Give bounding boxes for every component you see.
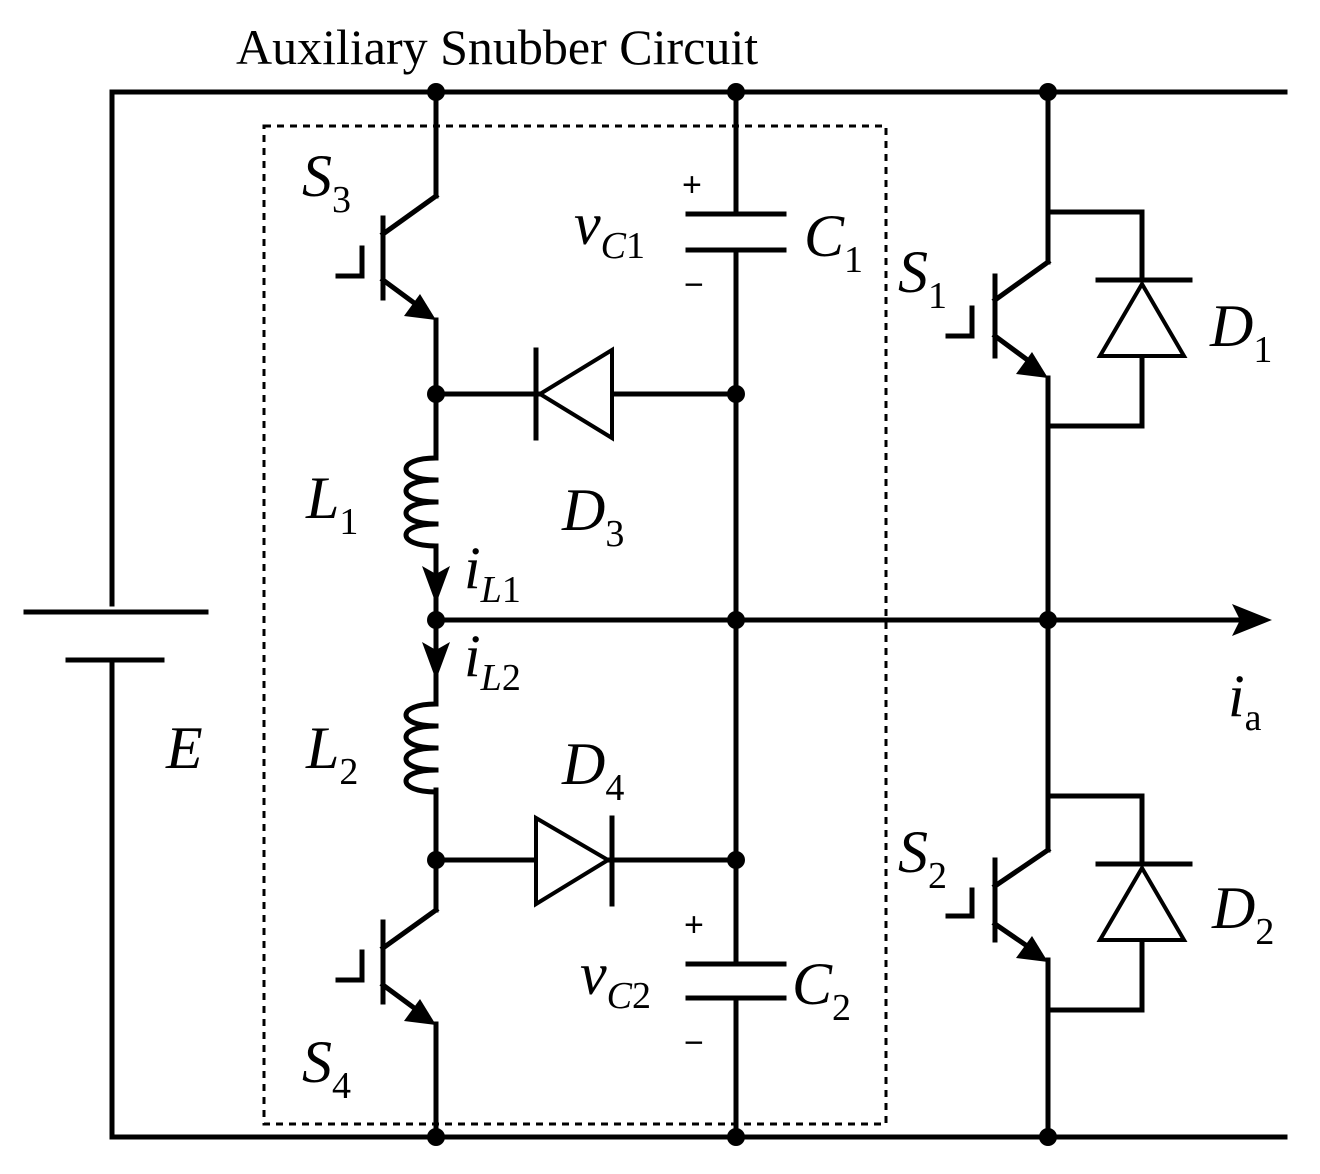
junction-dot xyxy=(427,1128,445,1146)
switch-s2: S2 xyxy=(898,819,1052,962)
diagram-title: Auxiliary Snubber Circuit xyxy=(236,19,758,75)
switch-s2-sub: 2 xyxy=(928,855,947,897)
diode-d4: D4 xyxy=(433,731,739,908)
vc1-sub-num: 1 xyxy=(626,225,645,267)
svg-text:vC1: vC1 xyxy=(574,191,645,267)
vc1-letter: v xyxy=(574,191,601,257)
diode-d1-letter: D xyxy=(1209,293,1253,359)
il1-arrow: iL1 xyxy=(422,535,521,611)
switch-s2-letter: S xyxy=(898,819,928,885)
capacitor-c2-letter: C xyxy=(792,951,833,1017)
svg-text:L2: L2 xyxy=(305,715,358,793)
junction-dot xyxy=(727,385,745,403)
capacitor-c1-letter: C xyxy=(804,203,845,269)
svg-text:C2: C2 xyxy=(792,951,851,1029)
svg-text:D1: D1 xyxy=(1209,293,1272,371)
junction-dot xyxy=(1039,1128,1057,1146)
switch-s3-letter: S xyxy=(302,143,332,209)
junction-dot xyxy=(427,385,445,403)
vc2-letter: v xyxy=(580,941,607,1007)
il2-arrow: iL2 xyxy=(422,623,521,699)
il1-sub-letter: L xyxy=(480,569,502,611)
svg-text:D3: D3 xyxy=(561,477,624,555)
svg-text:ia: ia xyxy=(1228,663,1262,739)
c1-minus: − xyxy=(684,266,704,304)
output-current-arrow xyxy=(433,604,1272,636)
ia-sub: a xyxy=(1245,697,1262,739)
il1-sub-num: 1 xyxy=(502,569,521,611)
svg-text:S3: S3 xyxy=(302,143,351,221)
inductor-l1-letter: L xyxy=(305,465,339,531)
switch-s4-letter: S xyxy=(302,1029,332,1095)
switch-s4: S4 xyxy=(302,906,440,1107)
diode-d3: D3 xyxy=(433,346,739,555)
diode-d3-sub: 3 xyxy=(605,513,624,555)
junction-dot xyxy=(427,83,445,101)
svg-text:S2: S2 xyxy=(898,819,947,897)
il2-sub-letter: L xyxy=(480,657,502,699)
diode-d1-sub: 1 xyxy=(1253,329,1272,371)
source-label: E xyxy=(165,715,203,781)
svg-text:iL1: iL1 xyxy=(464,535,521,611)
svg-text:D4: D4 xyxy=(561,731,624,809)
switch-s4-sub: 4 xyxy=(332,1065,351,1107)
inductor-l2-sub: 2 xyxy=(339,751,358,793)
il1-letter: i xyxy=(464,535,481,601)
diode-d2: D2 xyxy=(1045,793,1274,1013)
capacitor-c2-sub: 2 xyxy=(832,987,851,1029)
svg-text:vC2: vC2 xyxy=(580,941,651,1017)
switch-s1: S1 xyxy=(898,239,1052,378)
c1-plus: + xyxy=(682,166,702,204)
junction-dot xyxy=(727,851,745,869)
junction-dot xyxy=(727,83,745,101)
switch-s1-sub: 1 xyxy=(928,275,947,317)
junction-dot xyxy=(1039,611,1057,629)
c2-plus: + xyxy=(684,906,704,944)
svg-text:S1: S1 xyxy=(898,239,947,317)
ia-letter: i xyxy=(1228,663,1245,729)
junction-dot xyxy=(427,851,445,869)
il2-sub-num: 2 xyxy=(502,657,521,699)
switch-s3-sub: 3 xyxy=(332,179,351,221)
dc-negative-rail xyxy=(109,657,1288,1140)
inductor-l1-sub: 1 xyxy=(339,501,358,543)
c2-minus: − xyxy=(684,1024,704,1062)
diode-d3-letter: D xyxy=(561,477,605,543)
diode-d2-sub: 2 xyxy=(1255,911,1274,953)
junction-dot xyxy=(727,1128,745,1146)
diode-d2-letter: D xyxy=(1211,875,1255,941)
capacitor-c1: + − C1 vC1 xyxy=(574,166,863,304)
inductor-l1: L1 xyxy=(305,455,439,549)
junction-dot xyxy=(427,611,445,629)
vc2-sub-letter: C xyxy=(607,975,633,1017)
junction-dot xyxy=(727,611,745,629)
capacitor-c2: + − C2 vC2 xyxy=(580,906,851,1062)
junction-dots xyxy=(427,83,1057,1146)
svg-text:C1: C1 xyxy=(804,203,863,281)
il2-letter: i xyxy=(464,623,481,689)
capacitor-c1-sub: 1 xyxy=(844,239,863,281)
svg-text:L1: L1 xyxy=(305,465,358,543)
vc2-sub-num: 2 xyxy=(632,975,651,1017)
switch-s1-letter: S xyxy=(898,239,928,305)
dc-voltage-source: E xyxy=(23,609,209,781)
svg-text:D2: D2 xyxy=(1211,875,1274,953)
diode-d1: D1 xyxy=(1045,209,1272,429)
dc-positive-rail xyxy=(109,89,1288,607)
vc1-sub-letter: C xyxy=(601,225,627,267)
junction-dot xyxy=(1039,83,1057,101)
diode-d4-sub: 4 xyxy=(605,767,624,809)
switch-s3: S3 xyxy=(302,143,440,320)
svg-text:S4: S4 xyxy=(302,1029,351,1107)
svg-text:iL2: iL2 xyxy=(464,623,521,699)
snubber-boundary-box xyxy=(262,124,888,1126)
inductor-l2: L2 xyxy=(305,701,439,795)
inductor-l2-letter: L xyxy=(305,715,339,781)
diode-d4-letter: D xyxy=(561,731,605,797)
